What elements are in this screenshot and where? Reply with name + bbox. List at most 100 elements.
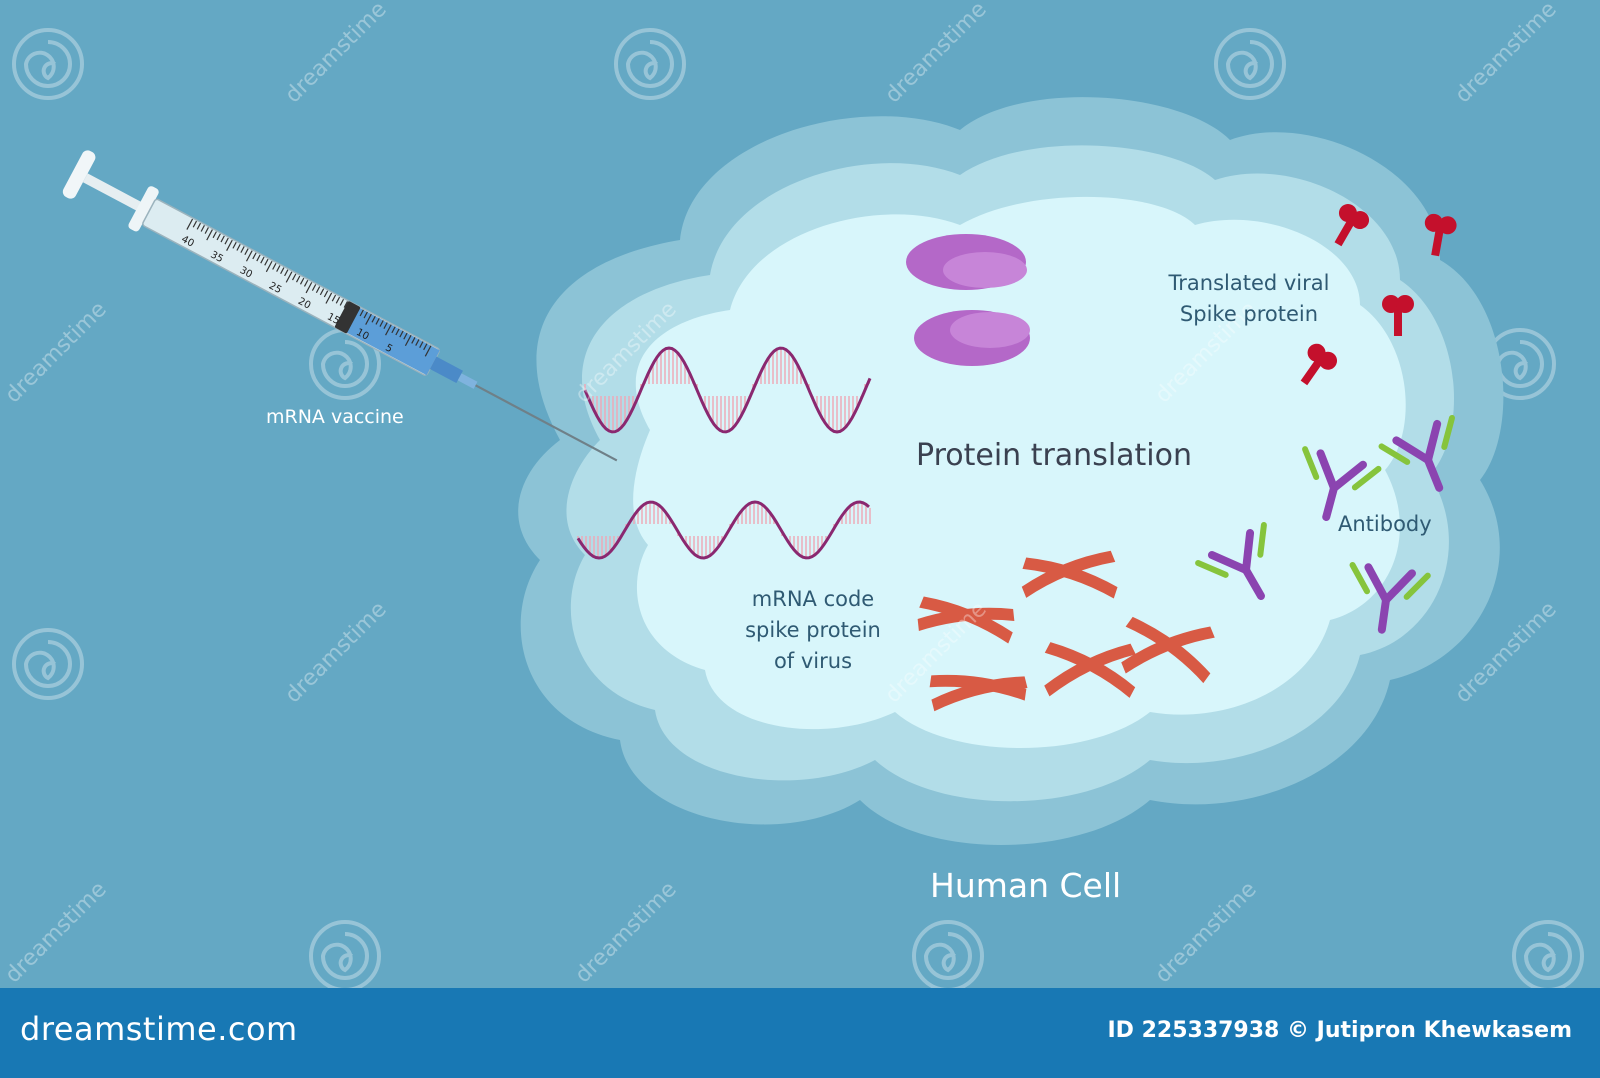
syringe-tick	[383, 322, 388, 329]
watermark-spiral-icon	[309, 920, 381, 988]
antibody-label: Antibody	[1338, 512, 1432, 536]
watermark-spiral-icon	[12, 28, 84, 100]
syringe-tick	[292, 273, 297, 281]
syringe-tick	[399, 330, 404, 338]
syringe-tick	[323, 290, 329, 298]
syringe-tick	[192, 220, 198, 228]
mrna-strands	[576, 346, 872, 560]
syringe-tick	[204, 227, 209, 234]
syringe-tick	[404, 334, 412, 347]
syringe-tick	[236, 244, 241, 251]
syringe-flange	[128, 186, 159, 232]
syringe-scale-number: 35	[209, 249, 225, 265]
syringe-scale-number: 20	[296, 296, 312, 312]
syringe-tick	[224, 237, 229, 245]
syringe-tick	[385, 324, 392, 336]
syringe-tick	[216, 233, 221, 241]
syringe-needle	[475, 384, 618, 462]
syringe-hub	[457, 373, 478, 389]
syringe-tick	[212, 231, 217, 239]
syringe-scale-number: 15	[325, 311, 341, 327]
mrna-vaccine-label: mRNA vaccine	[266, 406, 404, 428]
syringe-tick	[226, 239, 233, 251]
ribosome-small-subunit-shade	[950, 312, 1030, 348]
footer-bar: dreamstime.com ID 225337938 © Jutipron K…	[0, 988, 1600, 1078]
syringe-tick	[351, 305, 356, 313]
mrna-strand	[576, 500, 870, 560]
ribosomes	[906, 234, 1030, 366]
syringe-tick	[232, 241, 237, 249]
syringe-scale-number: 40	[179, 234, 195, 250]
syringe-tick	[363, 311, 368, 319]
human-cell-label: Human Cell	[930, 866, 1122, 905]
syringe-scale-number: 10	[354, 327, 370, 343]
syringe-tick	[355, 307, 360, 315]
mrna-code-label: mRNA code spike protein of virus	[745, 587, 881, 673]
syringe-tick	[375, 317, 380, 325]
mrna-strand	[583, 346, 872, 434]
watermark-spiral-icon	[614, 28, 686, 100]
syringe-tick	[272, 263, 277, 270]
footer-credit: ID 225337938 © Jutipron Khewkasem	[1107, 1018, 1572, 1043]
syringe-tick	[206, 229, 213, 241]
syringe-tick	[403, 332, 408, 340]
syringe-tick	[315, 286, 321, 294]
syringe-tick	[299, 277, 305, 285]
syringe-tick	[186, 218, 194, 230]
ribosome-large-subunit-shade	[943, 252, 1027, 288]
diagram-canvas: 40 35 30 25 20 15 10 5	[12, 28, 1584, 988]
syringe-tick	[252, 252, 257, 260]
syringe-tick	[359, 309, 364, 317]
footer-brand: dreamstime.com	[20, 1010, 298, 1048]
syringe-tick	[303, 279, 309, 287]
watermark-spiral-icon	[912, 920, 984, 988]
syringe-tick	[200, 225, 205, 232]
syringe-tick	[423, 343, 428, 351]
syringe-scale-ticks	[186, 218, 432, 357]
syringe-tick	[379, 320, 384, 327]
syringe-scale-number: 30	[238, 265, 254, 281]
syringe-tick	[339, 298, 345, 306]
mrna-bases	[584, 348, 870, 432]
syringe-tick	[391, 326, 396, 334]
syringe-tick	[244, 248, 249, 256]
syringe-tick	[245, 250, 253, 262]
syringe-tick	[311, 284, 317, 291]
human-cell	[518, 97, 1504, 846]
syringe-tick	[256, 254, 261, 262]
syringe-tip	[429, 356, 463, 384]
syringe-tick	[415, 339, 420, 346]
syringe-tick	[284, 269, 289, 277]
vaccine-fluid	[343, 306, 440, 376]
watermark-spiral-icon	[1512, 920, 1584, 988]
syringe-tick	[295, 275, 301, 283]
syringe-tick	[365, 313, 372, 325]
syringe-tick	[196, 222, 202, 230]
syringe-plunger-cap	[62, 150, 96, 199]
syringe-tick	[240, 246, 245, 253]
syringe-tick	[276, 265, 281, 272]
syringe-tick	[319, 288, 325, 296]
syringe-tick	[280, 267, 285, 275]
cell-cytoplasm	[633, 196, 1406, 748]
syringe-tick	[265, 260, 273, 273]
syringe-scale-number: 5	[383, 342, 394, 355]
syringe-scale-marks: 40 35 30 25 20 15 10 5	[179, 234, 394, 355]
syringe-tick	[305, 282, 313, 294]
syringe-tick	[260, 256, 265, 264]
syringe-tick	[371, 315, 376, 323]
syringe-tick	[419, 341, 424, 348]
syringe-scale-number: 25	[267, 280, 283, 296]
syringe-tick	[264, 258, 269, 266]
syringe-tick	[345, 303, 352, 315]
syringe-tick	[424, 345, 432, 357]
syringe-tick	[395, 328, 400, 336]
syringe-tick	[331, 294, 337, 302]
protein-translation-label: Protein translation	[916, 438, 1193, 473]
syringe-tick	[325, 292, 333, 304]
spike-protein-label: Translated viral Spike protein	[1168, 271, 1330, 326]
watermark-spiral-icon	[12, 628, 84, 700]
syringe-tick	[220, 235, 225, 243]
syringe-tick	[335, 296, 341, 304]
syringe-tick	[285, 271, 293, 283]
